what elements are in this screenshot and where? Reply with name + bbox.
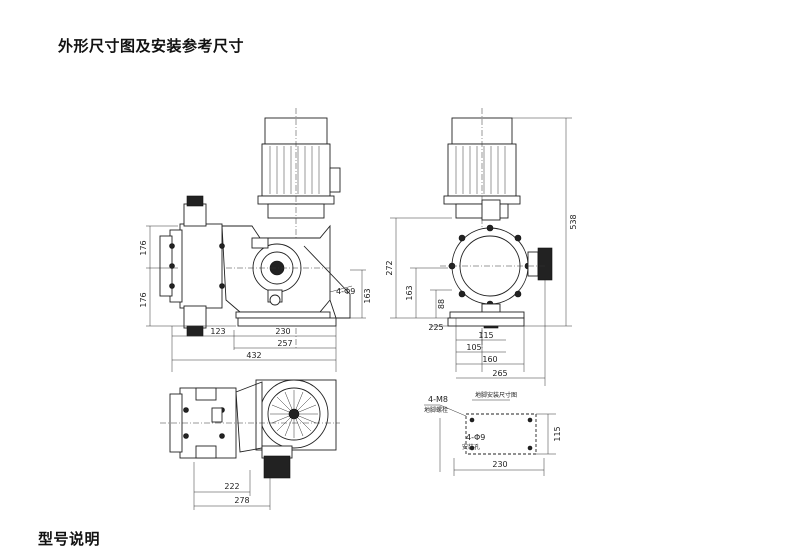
front-dim-w3: 257: [277, 339, 292, 348]
side-dim-w1: 115: [478, 331, 493, 340]
top-dim-w2: 278: [234, 496, 249, 505]
foundation-dimensions: [439, 413, 556, 476]
front-base: [235, 245, 351, 327]
side-dim-d1: 225: [428, 323, 443, 332]
side-dim-w4: 265: [492, 369, 507, 378]
front-pump-head: [221, 224, 331, 313]
foundation-bolt-label: 4-M8: [428, 395, 448, 404]
front-dim-w2: 230: [275, 327, 290, 336]
foundation-bolt-note: 地脚螺栓: [424, 406, 448, 414]
side-view: 538 272 163 88 225 115 105 160 265: [385, 108, 578, 386]
top-dim-w1: 222: [224, 482, 239, 491]
side-motor: [443, 108, 521, 348]
top-liquid-end: [160, 387, 340, 459]
top-pump-body: [235, 379, 337, 479]
front-dim-w1: 123: [210, 327, 225, 336]
model-description-heading: 型号说明: [38, 530, 101, 548]
front-dim-w4: 432: [246, 351, 261, 360]
front-dim-h: 163: [363, 288, 372, 303]
foundation-dim-h: 115: [553, 426, 562, 441]
side-dim-h2: 163: [405, 285, 414, 300]
foundation-hole-label: 4-Φ9: [466, 433, 485, 442]
foundation-hole-note: 安装孔: [462, 443, 480, 451]
front-view: 176 176 4-Φ9 163 123 230 257 432: [139, 108, 372, 372]
side-base: [447, 311, 525, 327]
top-dimensions: [193, 462, 271, 510]
foundation-view: 地脚安装尺寸图 4-M8 地脚螺栓 4-Φ9 安装孔 115 230: [424, 391, 562, 476]
page-title: 外形尺寸图及安装参考尺寸: [58, 37, 245, 55]
foundation-dim-w: 230: [492, 460, 507, 469]
front-dim-d1: 176: [139, 240, 148, 255]
side-dim-w3: 160: [482, 355, 497, 364]
side-dim-h3: 88: [437, 299, 446, 309]
side-dimensions: [390, 117, 572, 386]
front-dim-hole: 4-Φ9: [336, 287, 355, 296]
side-dim-w2: 105: [466, 343, 481, 352]
side-dim-height: 538: [569, 214, 578, 229]
front-liquid-end: [159, 195, 225, 337]
top-view: 222 278: [160, 379, 340, 510]
front-motor: [257, 108, 341, 350]
front-dim-d2: 176: [139, 292, 148, 307]
foundation-title: 地脚安装尺寸图: [475, 391, 517, 399]
side-dim-h1: 272: [385, 260, 394, 275]
front-dimensions: [146, 225, 366, 372]
